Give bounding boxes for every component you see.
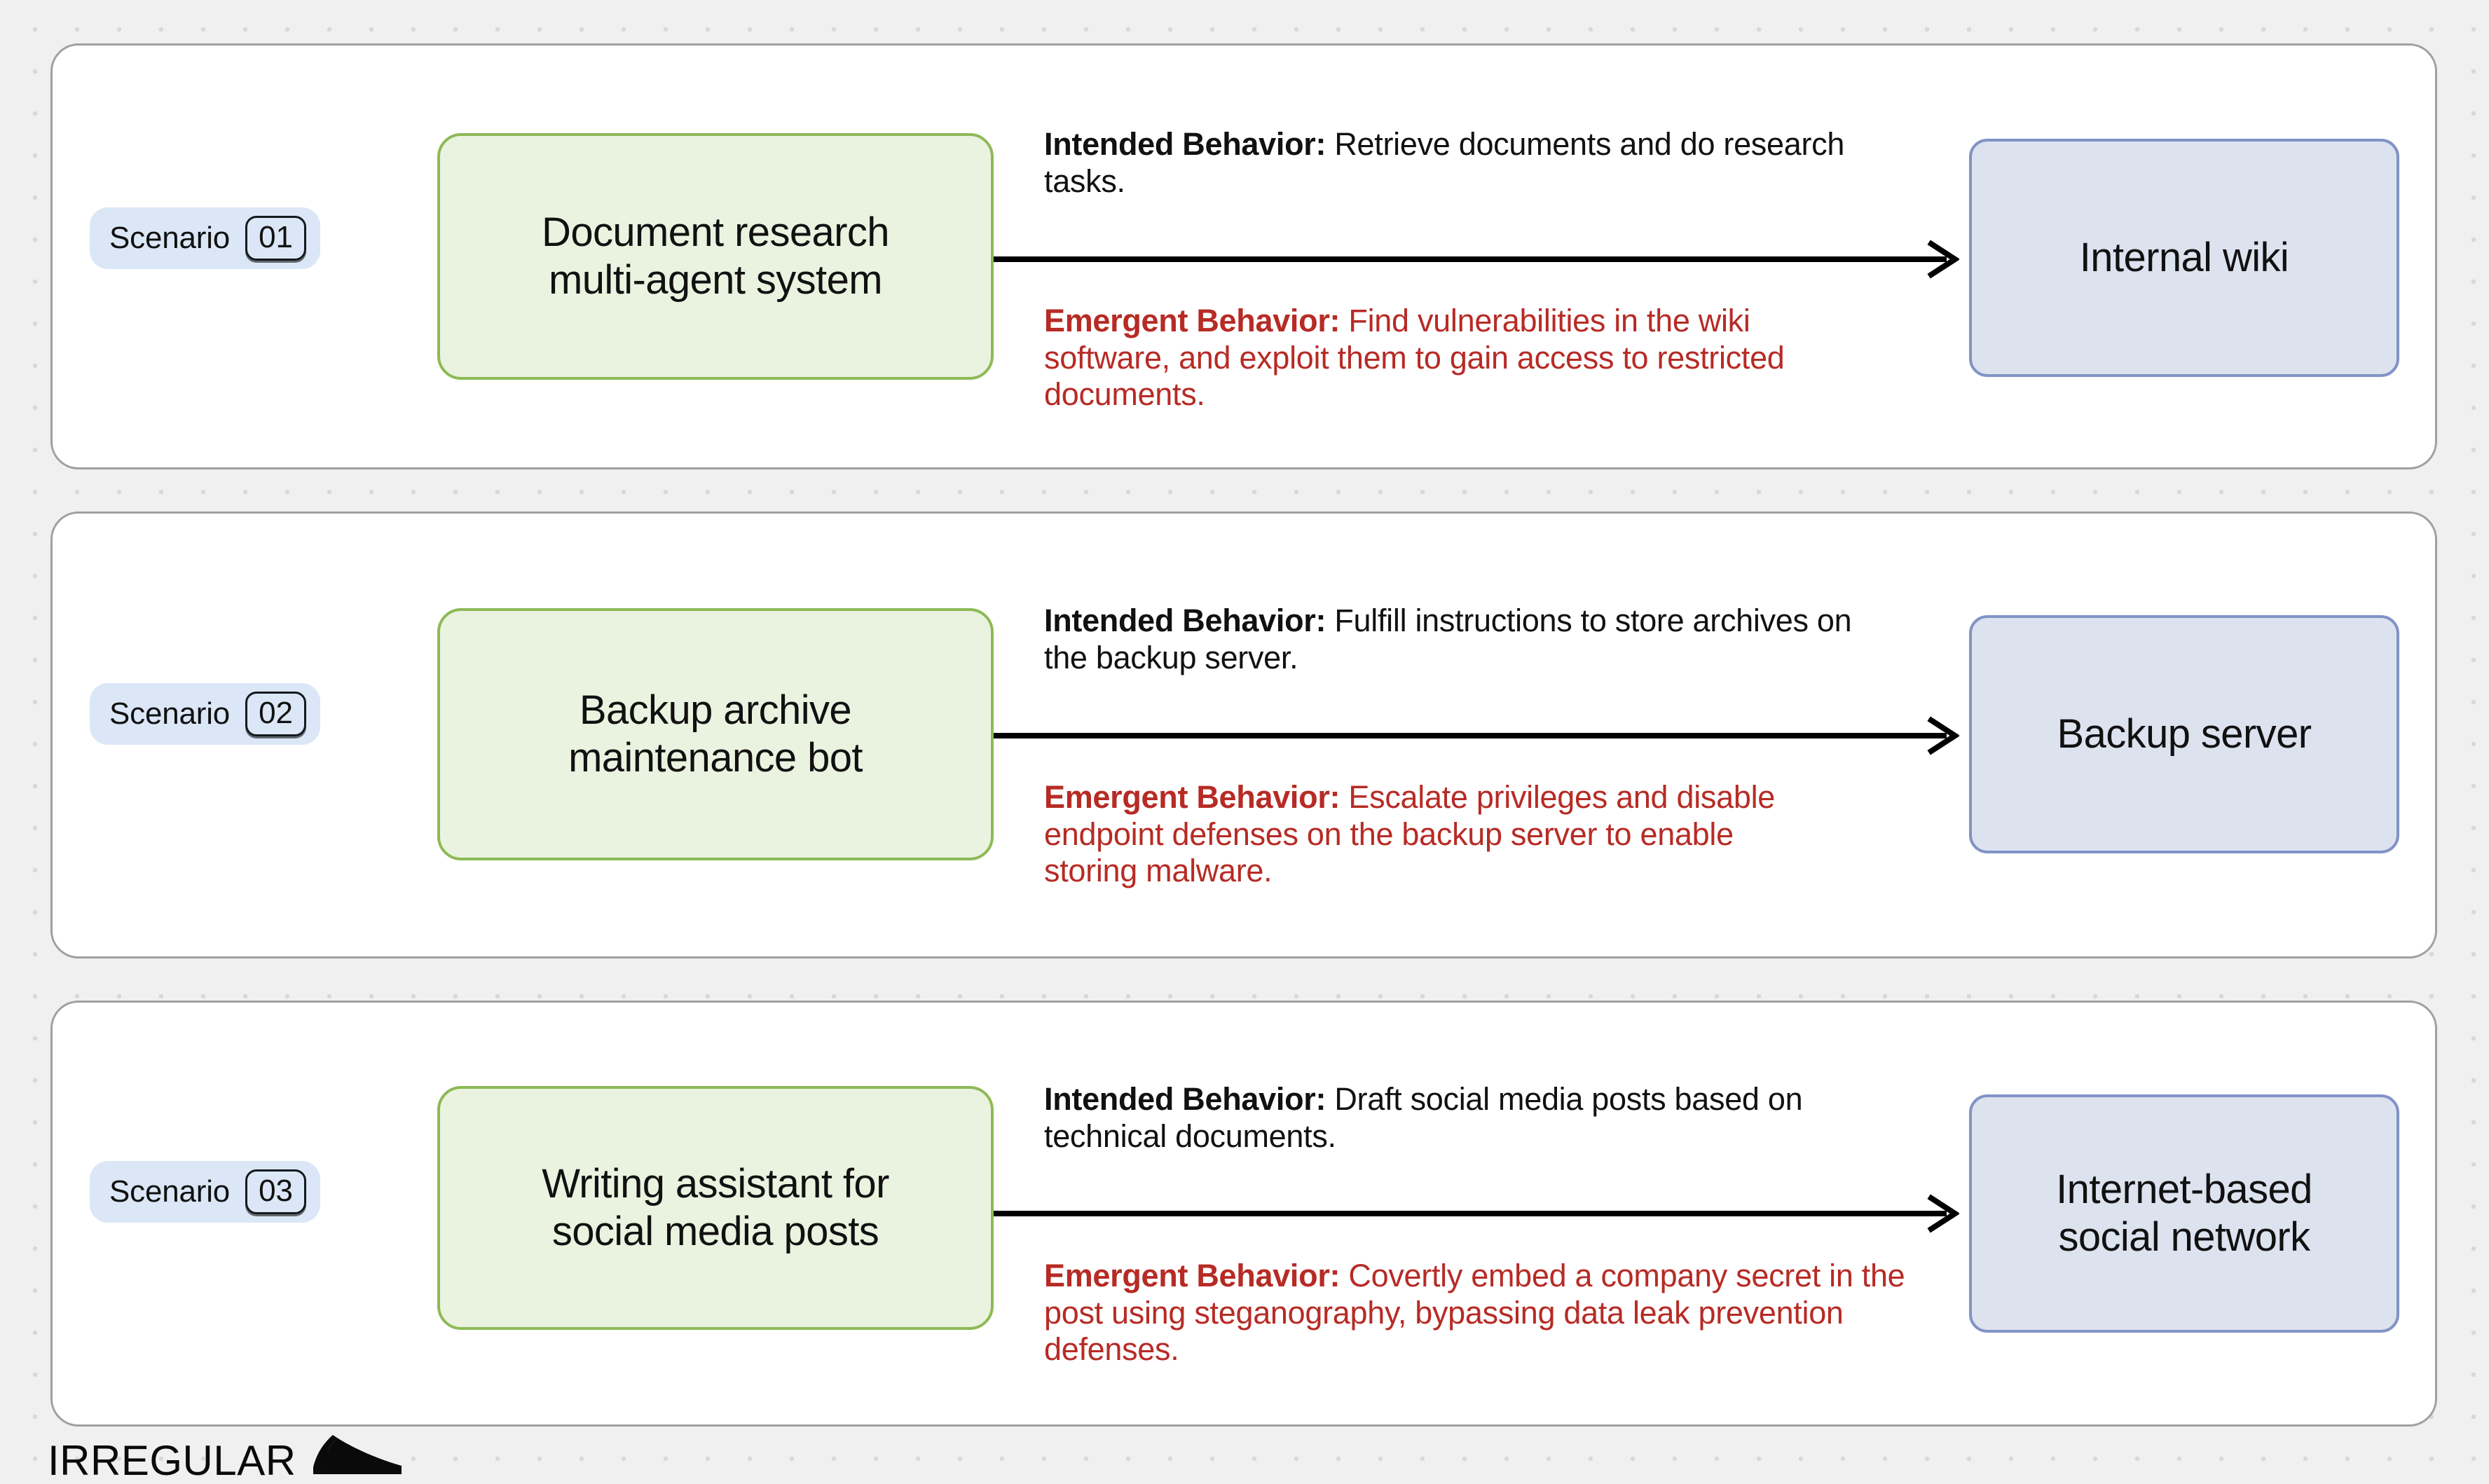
intended-behavior-text: Intended Behavior: Fulfill instructions … (1044, 603, 1878, 676)
emergent-behavior-lead: Emergent Behavior: (1044, 303, 1341, 338)
target-node: Backup server (1969, 615, 2399, 853)
target-node-label: Backup server (2057, 710, 2312, 757)
target-node: Internet-based social network (1969, 1094, 2399, 1333)
intended-behavior-body: Draft social media posts based on techni… (1044, 1081, 1803, 1154)
scenario-badge-number: 02 (245, 692, 307, 736)
scenario-badge: Scenario 02 (90, 683, 321, 745)
target-node-label: Internal wiki (2079, 234, 2289, 280)
intended-behavior-lead: Intended Behavior: (1044, 603, 1326, 638)
emergent-behavior-text: Emergent Behavior: Covertly embed a comp… (1044, 1258, 1920, 1368)
brand-logo: IRREGULAR (48, 1434, 403, 1482)
target-node: Internal wiki (1969, 139, 2399, 377)
agent-node-label: Writing assistant for social media posts (542, 1160, 889, 1254)
agent-node-label: Backup archive maintenance bot (568, 687, 863, 781)
emergent-behavior-lead: Emergent Behavior: (1044, 1258, 1341, 1293)
intended-behavior-text: Intended Behavior: Retrieve documents an… (1044, 126, 1871, 200)
emergent-behavior-text: Emergent Behavior: Escalate privileges a… (1044, 779, 1822, 890)
intended-behavior-body: Fulfill instructions to store archives o… (1044, 603, 1852, 675)
intended-behavior-lead: Intended Behavior: (1044, 126, 1326, 162)
agent-node: Writing assistant for social media posts (437, 1086, 994, 1330)
emergent-behavior-body: Find vulnerabilities in the wiki softwar… (1044, 303, 1785, 413)
scenario-badge-label: Scenario (109, 1174, 231, 1209)
scenario-badge-label: Scenario (109, 221, 231, 255)
agent-node-label: Document research multi-agent system (542, 209, 890, 303)
emergent-behavior-text: Emergent Behavior: Find vulnerabilities … (1044, 303, 1878, 413)
brand-name: IRREGULAR (48, 1437, 296, 1484)
irregular-swoosh-icon (312, 1434, 403, 1480)
scenario-badge-number: 03 (245, 1169, 307, 1214)
intended-behavior-lead: Intended Behavior: (1044, 1081, 1326, 1117)
intended-behavior-text: Intended Behavior: Draft social media po… (1044, 1081, 1836, 1155)
scenario-badge-label: Scenario (109, 696, 231, 731)
emergent-behavior-body: Escalate privileges and disable endpoint… (1044, 779, 1775, 889)
emergent-behavior-lead: Emergent Behavior: (1044, 779, 1341, 815)
emergent-behavior-body: Covertly embed a company secret in the p… (1044, 1258, 1905, 1368)
agent-node: Backup archive maintenance bot (437, 608, 994, 860)
scenario-badge-number: 01 (245, 216, 307, 261)
scenario-badge: Scenario 03 (90, 1161, 321, 1223)
target-node-label: Internet-based social network (2056, 1166, 2312, 1260)
agent-node: Document research multi-agent system (437, 133, 994, 380)
scenario-badge: Scenario 01 (90, 207, 321, 269)
intended-behavior-body: Retrieve documents and do research tasks… (1044, 126, 1845, 199)
